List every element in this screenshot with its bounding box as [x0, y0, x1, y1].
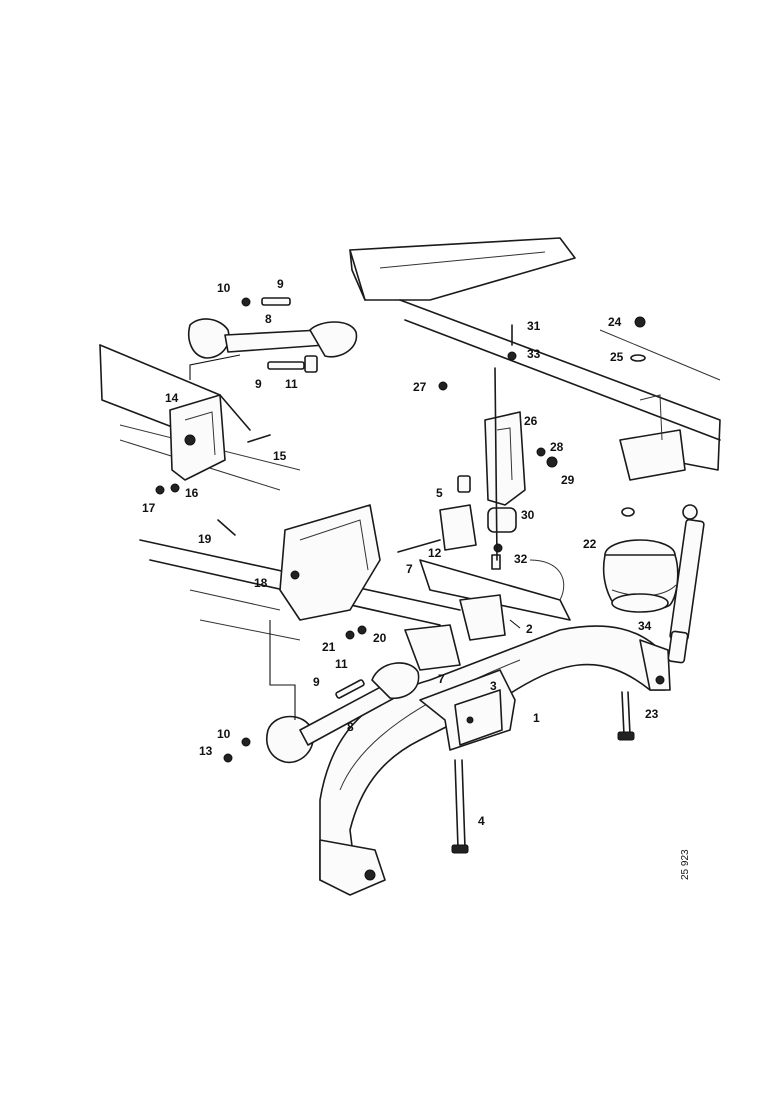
- callout-10b: 10: [217, 727, 231, 741]
- callout-17: 17: [142, 501, 156, 515]
- callout-11b: 11: [335, 657, 348, 671]
- callout-22: 22: [583, 537, 597, 551]
- callout-26: 26: [524, 414, 538, 428]
- callout-33: 33: [527, 347, 541, 361]
- vehicle-frame: [99, 237, 721, 641]
- callout-21: 21: [322, 640, 336, 654]
- callout-34: 34: [638, 619, 652, 633]
- leader-lines: [189, 354, 521, 720]
- callout-32: 32: [514, 552, 528, 566]
- callout-23: 23: [645, 707, 659, 721]
- callouts: 1 2 3 4 5 7 7 8 8 9 9 9 10 10 11 11 12 1…: [142, 277, 659, 828]
- callout-16: 16: [185, 486, 199, 500]
- callout-27: 27: [413, 380, 427, 394]
- callout-18: 18: [254, 576, 268, 590]
- callout-9b: 9: [255, 377, 262, 391]
- callout-31: 31: [527, 319, 541, 333]
- left-mount-bracket: [155, 394, 271, 495]
- callout-29: 29: [561, 473, 575, 487]
- long-bolt-4: [451, 759, 469, 854]
- callout-9a: 9: [277, 277, 284, 291]
- center-small-parts: [397, 367, 506, 671]
- shock-absorber: [667, 504, 705, 664]
- bolt-23: [617, 691, 635, 741]
- callout-25: 25: [610, 350, 624, 364]
- callout-30: 30: [521, 508, 535, 522]
- callout-2: 2: [526, 622, 533, 636]
- callout-28: 28: [550, 440, 564, 454]
- central-bracket: [419, 669, 516, 751]
- callout-7b: 7: [438, 672, 445, 686]
- callout-11a: 11: [285, 377, 298, 391]
- callout-7a: 7: [406, 562, 413, 576]
- callout-12: 12: [428, 546, 442, 560]
- drawing-number: 25 923: [680, 849, 691, 880]
- main-curved-arm: [319, 625, 671, 896]
- callout-4: 4: [478, 814, 485, 828]
- callout-9c: 9: [313, 675, 320, 689]
- upper-link-assembly: [188, 297, 358, 373]
- callout-8b: 8: [347, 720, 354, 734]
- callout-8a: 8: [265, 312, 272, 326]
- callout-24: 24: [608, 315, 622, 329]
- center-bracket-18: [217, 504, 381, 640]
- upper-right-mount: [619, 316, 686, 481]
- callout-13: 13: [199, 744, 213, 758]
- callout-5: 5: [436, 486, 443, 500]
- callout-10a: 10: [217, 281, 231, 295]
- callout-15: 15: [273, 449, 287, 463]
- callout-3: 3: [490, 679, 497, 693]
- callout-19: 19: [198, 532, 212, 546]
- air-spring: [602, 507, 679, 613]
- callout-20: 20: [373, 631, 387, 645]
- callout-14: 14: [165, 391, 179, 405]
- lower-link-assembly: [223, 662, 420, 764]
- callout-1: 1: [533, 711, 540, 725]
